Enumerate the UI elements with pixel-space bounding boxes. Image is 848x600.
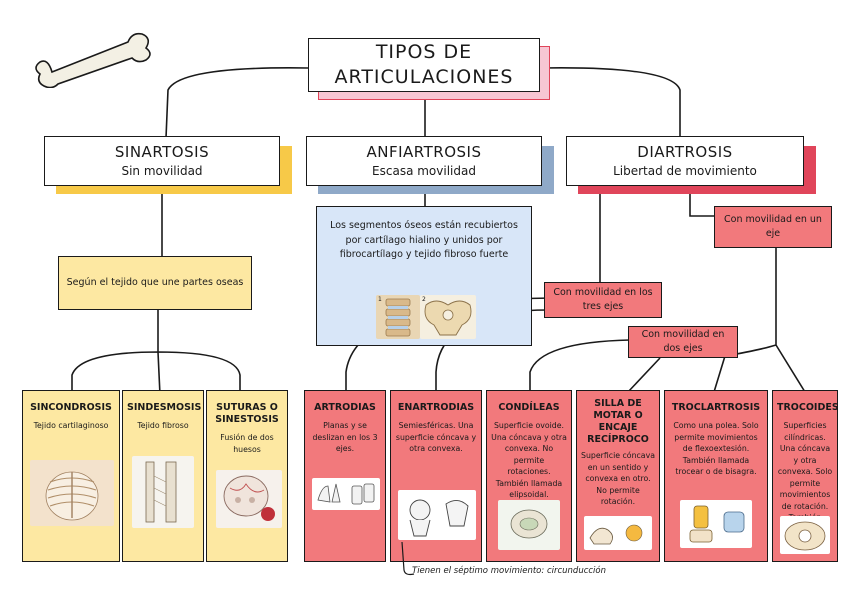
bones-drawing <box>145 461 177 523</box>
card-condileas-title: CONDÍLEAS <box>498 402 560 413</box>
skull-drawing <box>223 475 275 521</box>
anfiartrosis-sub: Escasa movilidad <box>372 164 476 178</box>
handwritten-note: Tienen el séptimo movimiento: circunducc… <box>412 566 606 576</box>
tres-ejes-note: Con movilidad en los tres ejes <box>544 282 662 318</box>
card-suturas-title: SUTURAS O SINESTOSIS <box>215 402 279 425</box>
pelvis-drawing <box>424 300 472 336</box>
card-enartrodias-title: ENARTRODIAS <box>397 402 475 413</box>
card-sindesmosis-desc: Tejido fibroso <box>137 421 189 430</box>
line-dia-uneje <box>689 188 716 217</box>
line-tejido-branches <box>71 351 241 396</box>
card-sindesmosis-title: SINDESMOSIS <box>127 402 202 413</box>
card-sincondrosis-desc: Tejido cartilaginoso <box>33 421 109 430</box>
diartrosis-header: DIARTROSIS Libertad de movimiento <box>566 136 804 186</box>
trocoides-drawing <box>784 521 826 551</box>
ribcage-drawing <box>45 471 99 521</box>
anfiartrosis-description-text: Los segmentos óseos están recubiertos po… <box>330 220 518 260</box>
dos-ejes-note: Con movilidad en dos ejes <box>628 326 738 358</box>
card-troclartrosis-desc: Como una polea. Solo permite movimientos… <box>673 421 759 476</box>
tejido-note-text: Según el tejido que une partes oseas <box>66 277 244 288</box>
card-artrodias-desc: Planas y se deslizan en los 3 ejes. <box>312 421 378 453</box>
trocoides-image <box>780 516 830 554</box>
sinartrosis-header: SINARTOSIS Sin movilidad <box>44 136 280 186</box>
enartrodias-image <box>398 490 476 540</box>
un-eje-note: Con movilidad en un eje <box>714 206 832 248</box>
card-enartrodias-desc: Semiesféricas. Una superficie cóncava y … <box>395 421 477 453</box>
condileas-image <box>498 500 560 550</box>
vertebrae-drawing <box>385 298 411 337</box>
silla-image <box>584 516 652 550</box>
card-artrodias: ARTRODIAS Planas y se deslizan en los 3 … <box>304 390 386 562</box>
skull-image <box>216 470 282 528</box>
line-dos-branches <box>529 339 661 393</box>
card-trocoides-title: TROCOIDES <box>777 402 839 413</box>
card-troclartrosis-title: TROCLARTROSIS <box>671 402 761 413</box>
condileas-drawing <box>510 509 548 539</box>
troclartrosis-image <box>680 500 752 548</box>
silla-drawing <box>589 524 643 545</box>
title-line1: TIPOS DE <box>375 41 473 63</box>
anfiartrosis-header: ANFIARTROSIS Escasa movilidad <box>306 136 542 186</box>
card-silla-desc: Superficie cóncava en un sentido y conve… <box>581 451 655 506</box>
enartrodias-drawing <box>409 499 469 537</box>
pelvis-image <box>420 295 476 339</box>
artrodias-image <box>312 478 380 510</box>
card-suturas-desc: Fusión de dos huesos <box>220 433 274 454</box>
line-title-left <box>165 67 309 139</box>
bone-icon <box>35 32 151 88</box>
title-line2: ARTICULACIONES <box>334 66 514 88</box>
diartrosis-name: DIARTROSIS <box>637 143 733 161</box>
image-label-1: 1 <box>378 296 382 303</box>
card-silla-title: SILLA DE MOTAR O ENCAJE RECÍPROCO <box>587 398 649 445</box>
bones-image <box>132 456 194 528</box>
line-uneje-down <box>713 245 806 393</box>
card-artrodias-title: ARTRODIAS <box>314 402 376 413</box>
diartrosis-sub: Libertad de movimiento <box>613 164 757 178</box>
tejido-note: Según el tejido que une partes oseas <box>58 256 252 310</box>
card-sincondrosis-title: SINCONDROSIS <box>30 402 112 413</box>
vertebrae-image <box>376 295 420 339</box>
anfiartrosis-name: ANFIARTROSIS <box>366 143 482 161</box>
card-condileas-desc: Superficie ovoide. Una cóncava y otra co… <box>491 421 567 499</box>
image-label-2: 2 <box>422 296 426 303</box>
ribcage-image <box>30 460 114 526</box>
troclartrosis-drawing <box>689 505 745 543</box>
sinartrosis-name: SINARTOSIS <box>114 143 210 161</box>
artrodias-drawing <box>317 483 375 505</box>
tres-ejes-note-text: Con movilidad en los tres ejes <box>553 287 653 312</box>
un-eje-note-text: Con movilidad en un eje <box>724 214 822 239</box>
line-title-right <box>541 67 681 138</box>
arrow-icon <box>401 541 415 576</box>
dos-ejes-note-text: Con movilidad en dos ejes <box>641 329 725 354</box>
title-box: TIPOS DE ARTICULACIONES <box>308 38 540 92</box>
sinartrosis-sub: Sin movilidad <box>121 164 203 178</box>
